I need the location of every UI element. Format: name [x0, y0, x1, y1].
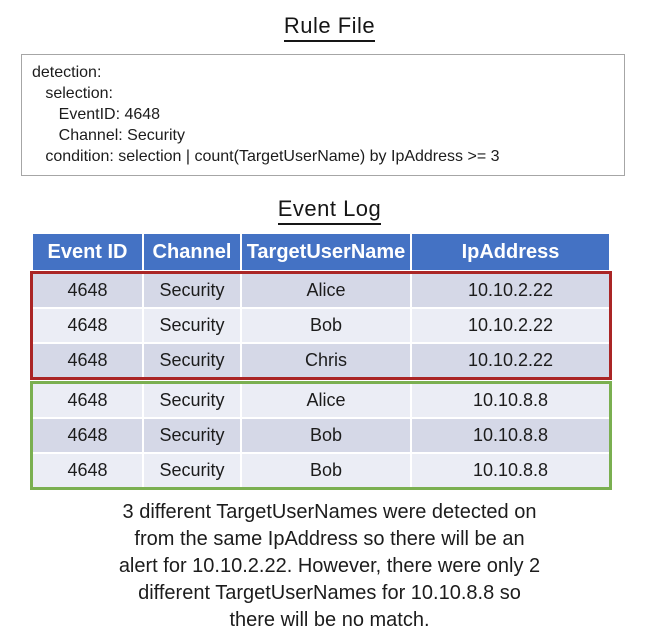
- cell-ipaddress: 10.10.2.22: [412, 344, 609, 377]
- cell-ipaddress: 10.10.8.8: [412, 419, 609, 452]
- cell-channel: Security: [144, 274, 240, 307]
- event-log-title-text: Event Log: [277, 196, 382, 225]
- cell-channel: Security: [144, 309, 240, 342]
- table-row: 4648 Security Bob 10.10.8.8: [33, 419, 609, 452]
- cell-ipaddress: 10.10.8.8: [412, 384, 609, 417]
- cell-targetusername: Bob: [242, 419, 410, 452]
- rule-file-title-text: Rule File: [283, 13, 376, 42]
- cell-channel: Security: [144, 384, 240, 417]
- table-row: 4648 Security Chris 10.10.2.22: [33, 344, 609, 377]
- cell-ipaddress: 10.10.2.22: [412, 274, 609, 307]
- cell-channel: Security: [144, 454, 240, 487]
- cell-ipaddress: 10.10.2.22: [412, 309, 609, 342]
- column-header-event-id: Event ID: [33, 234, 142, 270]
- event-log-table: Event ID Channel TargetUserName IpAddres…: [0, 234, 659, 490]
- cell-targetusername: Chris: [242, 344, 410, 377]
- matched-rows-group: 4648 Security Alice 10.10.2.22 4648 Secu…: [30, 271, 612, 380]
- cell-targetusername: Alice: [242, 274, 410, 307]
- cell-event-id: 4648: [33, 309, 142, 342]
- column-header-ipaddress: IpAddress: [412, 234, 609, 270]
- rule-file-title: Rule File: [0, 0, 659, 42]
- table-row: 4648 Security Alice 10.10.8.8: [33, 384, 609, 417]
- cell-event-id: 4648: [33, 274, 142, 307]
- cell-targetusername: Alice: [242, 384, 410, 417]
- cell-event-id: 4648: [33, 454, 142, 487]
- column-header-targetusername: TargetUserName: [242, 234, 410, 270]
- cell-targetusername: Bob: [242, 454, 410, 487]
- event-log-title: Event Log: [0, 176, 659, 225]
- explanation-caption: 3 different TargetUserNames were detecte…: [118, 501, 541, 631]
- cell-ipaddress: 10.10.8.8: [412, 454, 609, 487]
- rule-file-code-box: detection: selection: EventID: 4648 Chan…: [21, 54, 625, 176]
- table-row: 4648 Security Bob 10.10.2.22: [33, 309, 609, 342]
- table-header-row: Event ID Channel TargetUserName IpAddres…: [33, 234, 609, 270]
- cell-targetusername: Bob: [242, 309, 410, 342]
- cell-event-id: 4648: [33, 419, 142, 452]
- cell-channel: Security: [144, 419, 240, 452]
- table-row: 4648 Security Alice 10.10.2.22: [33, 274, 609, 307]
- column-header-channel: Channel: [144, 234, 240, 270]
- cell-event-id: 4648: [33, 384, 142, 417]
- cell-event-id: 4648: [33, 344, 142, 377]
- unmatched-rows-group: 4648 Security Alice 10.10.8.8 4648 Secur…: [30, 381, 612, 490]
- cell-channel: Security: [144, 344, 240, 377]
- table-row: 4648 Security Bob 10.10.8.8: [33, 454, 609, 487]
